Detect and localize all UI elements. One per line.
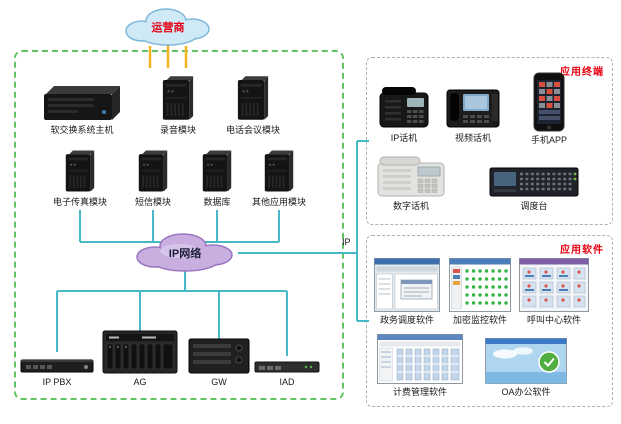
device-ip-pbx: IP PBX <box>18 328 96 388</box>
device-gw-gateway: GW <box>186 328 252 388</box>
device-conference-module: 电话会议模块 <box>220 72 286 136</box>
tower-server-icon <box>64 148 96 194</box>
pbx-appliance-icon <box>20 356 94 374</box>
software-label: 政务调度软件 <box>379 315 434 325</box>
device-label: AG <box>133 377 147 387</box>
device-iad: IAD <box>252 328 322 388</box>
device-mobile-app: 手机APP <box>524 70 574 146</box>
tower-server-icon <box>137 148 169 194</box>
software-gov-dispatch: 政务调度软件 <box>370 256 444 326</box>
device-label: 数据库 <box>203 197 231 207</box>
software-label: 计费管理软件 <box>392 387 447 397</box>
carrier-cloud-label: 运营商 <box>151 22 185 34</box>
device-label: 录音模块 <box>159 125 196 135</box>
device-label: 电子传真模块 <box>52 197 107 207</box>
software-box-title: 应用软件 <box>560 245 604 256</box>
device-recording-module: 录音模块 <box>148 72 208 136</box>
callcenter-software-screenshot-icon <box>519 258 589 312</box>
device-label: 短信模块 <box>134 197 171 207</box>
software-label: 呼叫中心软件 <box>526 315 581 325</box>
device-label: GW <box>211 377 227 387</box>
device-label: 软交换系统主机 <box>50 125 114 135</box>
tower-server-icon <box>236 74 270 122</box>
ip-network-cloud: IP网络 <box>128 231 242 275</box>
software-encrypt-monitor: 加密监控软件 <box>446 256 514 326</box>
ip-link-label: IP <box>342 237 351 247</box>
device-softswitch-host: 软交换系统主机 <box>40 74 124 136</box>
tower-server-icon <box>161 74 195 122</box>
oa-software-screenshot-icon <box>485 338 567 384</box>
digital-phone-icon <box>376 154 446 198</box>
cloud-icon <box>125 8 210 46</box>
ip-phone-icon <box>378 84 430 130</box>
device-label: IP PBX <box>42 377 72 387</box>
tower-server-icon <box>201 148 233 194</box>
device-label: 调度台 <box>520 201 548 211</box>
device-ip-phone: IP话机 <box>374 80 434 144</box>
device-database: 数据库 <box>194 146 240 208</box>
device-label: IAD <box>279 377 295 387</box>
software-label: 加密监控软件 <box>452 315 507 325</box>
device-ag-gateway: AG <box>101 328 179 388</box>
terminals-box-title: 应用终端 <box>560 67 604 78</box>
monitor-software-screenshot-icon <box>449 258 511 312</box>
dispatch-console-icon <box>489 166 579 198</box>
device-sms-module: 短信模块 <box>126 146 180 208</box>
device-dispatch-console: 调度台 <box>486 158 582 212</box>
gateway-box-icon <box>188 338 250 374</box>
core-system-boundary <box>14 50 344 400</box>
dispatch-software-screenshot-icon <box>374 258 440 312</box>
device-digital-phone: 数字话机 <box>370 150 452 212</box>
software-billing: 计费管理软件 <box>374 332 466 398</box>
smartphone-icon <box>532 72 566 132</box>
device-label: 其他应用模块 <box>251 197 306 207</box>
device-label: IP话机 <box>390 133 418 143</box>
device-video-phone: 视频话机 <box>442 80 504 144</box>
device-label: 电话会议模块 <box>225 125 280 135</box>
device-other-apps-module: 其他应用模块 <box>246 146 312 208</box>
ip-network-cloud-label: IP网络 <box>168 248 202 260</box>
device-fax-module: 电子传真模块 <box>48 146 112 208</box>
video-phone-icon <box>445 84 501 130</box>
device-label: 数字话机 <box>392 201 429 211</box>
chassis-gateway-icon <box>102 330 178 374</box>
carrier-cloud: 运营商 <box>118 6 218 48</box>
software-label: OA办公软件 <box>501 387 551 397</box>
device-label: 视频话机 <box>454 133 491 143</box>
device-label: 手机APP <box>530 135 567 145</box>
billing-software-screenshot-icon <box>377 334 463 384</box>
software-oa-office: OA办公软件 <box>480 336 572 398</box>
iad-appliance-icon <box>254 360 320 374</box>
cloud-icon <box>136 233 233 272</box>
tower-server-icon <box>263 148 295 194</box>
rack-server-icon <box>42 82 122 122</box>
software-call-center: 呼叫中心软件 <box>516 256 592 326</box>
